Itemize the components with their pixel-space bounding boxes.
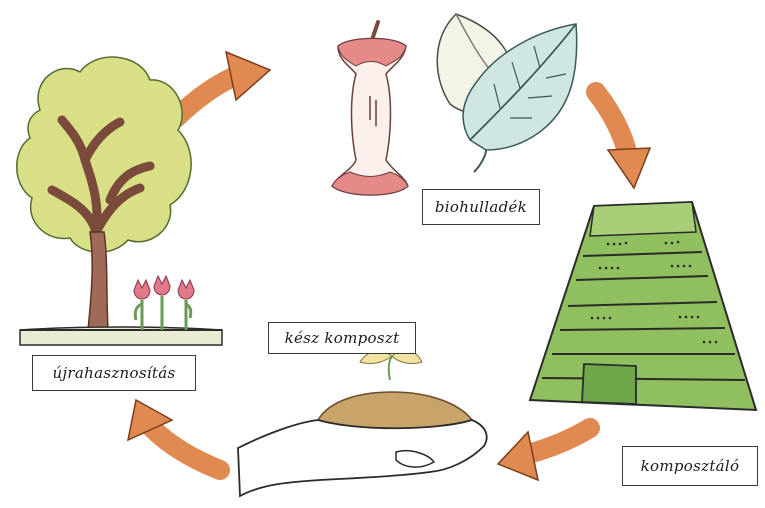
arrow-tree-to-apple bbox=[176, 52, 270, 118]
arrow-bin-to-hand bbox=[498, 428, 590, 480]
leaves-icon bbox=[437, 14, 576, 172]
label-biohulladek: biohulladék bbox=[422, 189, 540, 225]
label-kesz-komposzt: kész komposzt bbox=[268, 322, 416, 354]
tulip-icon bbox=[134, 276, 194, 330]
hand-soil-icon bbox=[238, 350, 487, 496]
apple-core-icon bbox=[332, 22, 408, 195]
label-ujrahasznositas: újrahasznosítás bbox=[32, 355, 196, 391]
label-komposztalo: komposztáló bbox=[622, 446, 758, 486]
compost-bin-icon bbox=[530, 202, 756, 410]
arrow-leaves-to-bin bbox=[596, 92, 650, 188]
arrow-hand-to-tree bbox=[128, 400, 220, 470]
